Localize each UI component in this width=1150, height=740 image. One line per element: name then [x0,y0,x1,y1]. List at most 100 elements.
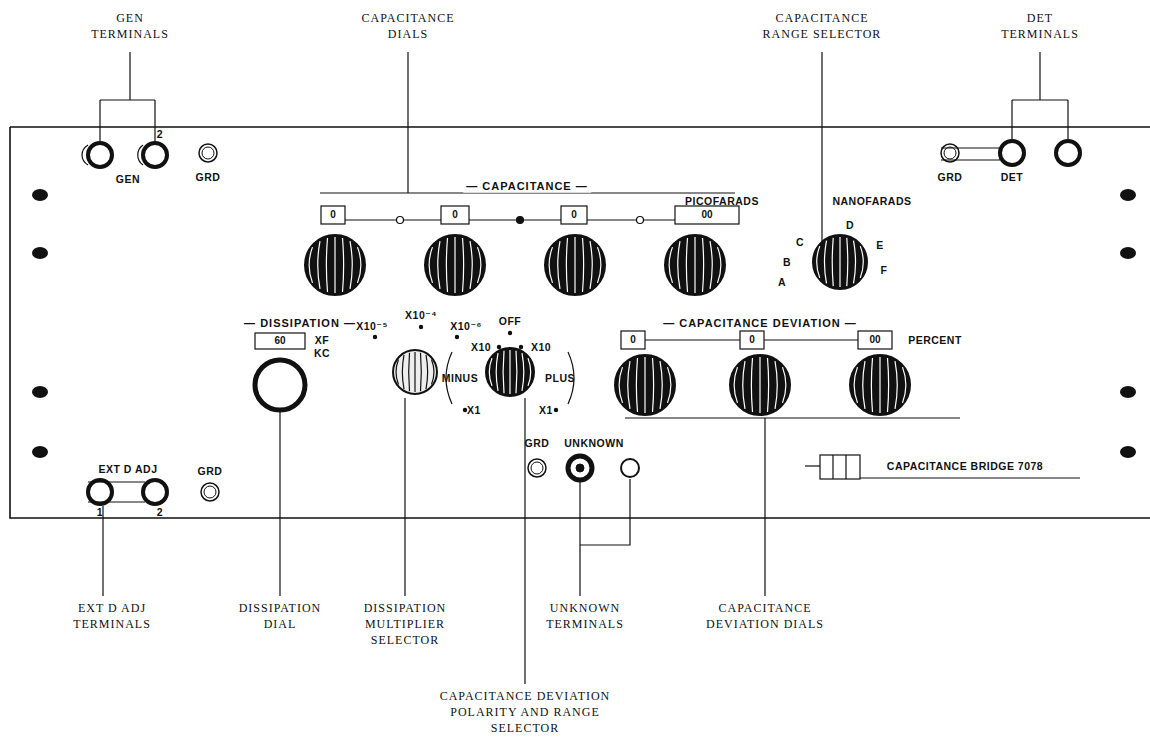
range-letter: B [783,256,791,268]
knurl-ridge [432,359,434,384]
knurl-ridge [628,361,630,409]
selector-brackets [373,325,574,411]
panel-outline [10,127,1150,518]
dial-reading: 0 [452,209,458,221]
knob-body [615,355,675,415]
callout-label: DISSIPATION MULTIPLIER SELECTOR [350,600,460,649]
dial-reading: 0 [330,209,336,221]
knurl-ridge [396,359,398,384]
callout-label: GEN TERMINALS [85,10,175,42]
knurl-ridge [402,355,404,389]
knurl-ridge [783,367,786,403]
knurl-ridge [703,238,704,292]
terminal-label: GEN [116,173,140,185]
knurl-ridge [619,367,622,403]
knob [486,348,534,396]
unit-label: KC [314,347,330,359]
knurl-ridge [343,238,344,292]
range-letter: A [778,276,786,288]
callout-label: CAPACITANCE DIALS [351,10,466,42]
knurl-ridge [566,238,567,292]
knurl-ridge [863,361,865,409]
knurl-ridge [668,367,671,403]
mounting-holes [32,189,1136,458]
knurl-ridge [334,237,335,293]
knurl-ridge [817,246,820,278]
knurl-ridge [734,367,737,403]
panel-edge [10,127,1150,518]
knurl-ridge [558,241,560,289]
knurl-ridge [871,358,872,412]
callout-label: DET TERMINALS [995,10,1085,42]
knurl-ridge [854,367,857,403]
knurl-ridge [515,351,517,393]
terminals [88,141,1080,504]
knurl-ridge [888,358,889,412]
knurl-ridge [686,238,687,292]
knurl-ridge [644,357,645,413]
terminal-number: 1 [97,506,103,518]
knob-body [305,235,365,295]
knobs [305,235,910,415]
callout-label: DISSIPATION DIAL [230,600,330,632]
selector-label: MINUS [442,372,478,384]
callout-label: CAPACITANCE DEVIATION DIALS [706,600,824,632]
selector-label: X1 [539,404,553,416]
range-letter: E [876,239,884,251]
knurl-ridge [710,241,712,289]
knob [850,355,910,415]
selector-label: X10 [471,341,491,353]
knurl-ridge [718,247,721,283]
knurl-ridge [549,247,552,283]
knob-body [813,235,867,289]
knurl-ridge [496,353,498,391]
multiplier-label: X10⁻⁶ [450,320,482,332]
unit-label: PICOFARADS [685,195,759,207]
knurl-ridge [879,357,880,413]
knob [730,355,790,415]
knurl-ridge [426,355,428,389]
knurl-ridge [903,367,906,403]
knurl-ridge [489,358,492,386]
knob [393,350,437,394]
knurl-ridge [653,358,654,412]
knurl-ridge [590,241,592,289]
selector-label: OFF [499,315,522,327]
knob [305,235,365,295]
knurl-ridge [470,241,472,289]
knurl-ridge [669,247,672,283]
knurl-ridge [438,241,440,289]
terminal-label: GRD [525,437,550,449]
leader-lines [100,52,1068,684]
knob [545,235,605,295]
knurl-ridge [326,238,327,292]
knob-body [486,348,534,396]
callout-label: CAPACITANCE DEVIATION POLARITY AND RANGE… [433,688,618,737]
terminal-label: EXT D ADJ [99,463,158,475]
knob-body [545,235,605,295]
knurl-ridge [414,352,415,392]
knurl-ridge [895,361,897,409]
selector-label: PLUS [545,372,575,384]
dial-reading: 0 [749,334,755,346]
unit-label: XF [315,334,329,346]
dial-reading: 0 [630,334,636,346]
dial-reading: 00 [869,334,880,346]
range-letter: F [881,264,888,276]
knurl-ridge [768,358,769,412]
multiplier-label: X10⁻⁴ [405,309,437,321]
dial-reading: 0 [571,209,577,221]
knob-body [730,355,790,415]
knurl-ridge [860,246,863,278]
knurl-ridge [350,241,352,289]
knob [665,235,725,295]
knurl-ridge [751,358,752,412]
dissipation-dial [255,360,305,410]
knurl-ridge [759,357,760,413]
knob-body [393,350,437,394]
knurl-ridge [528,358,531,386]
knurl-ridge [832,238,833,286]
terminal-label: GRD [938,171,963,183]
knurl-ridge [678,241,680,289]
terminal-number: 2 [157,506,163,518]
